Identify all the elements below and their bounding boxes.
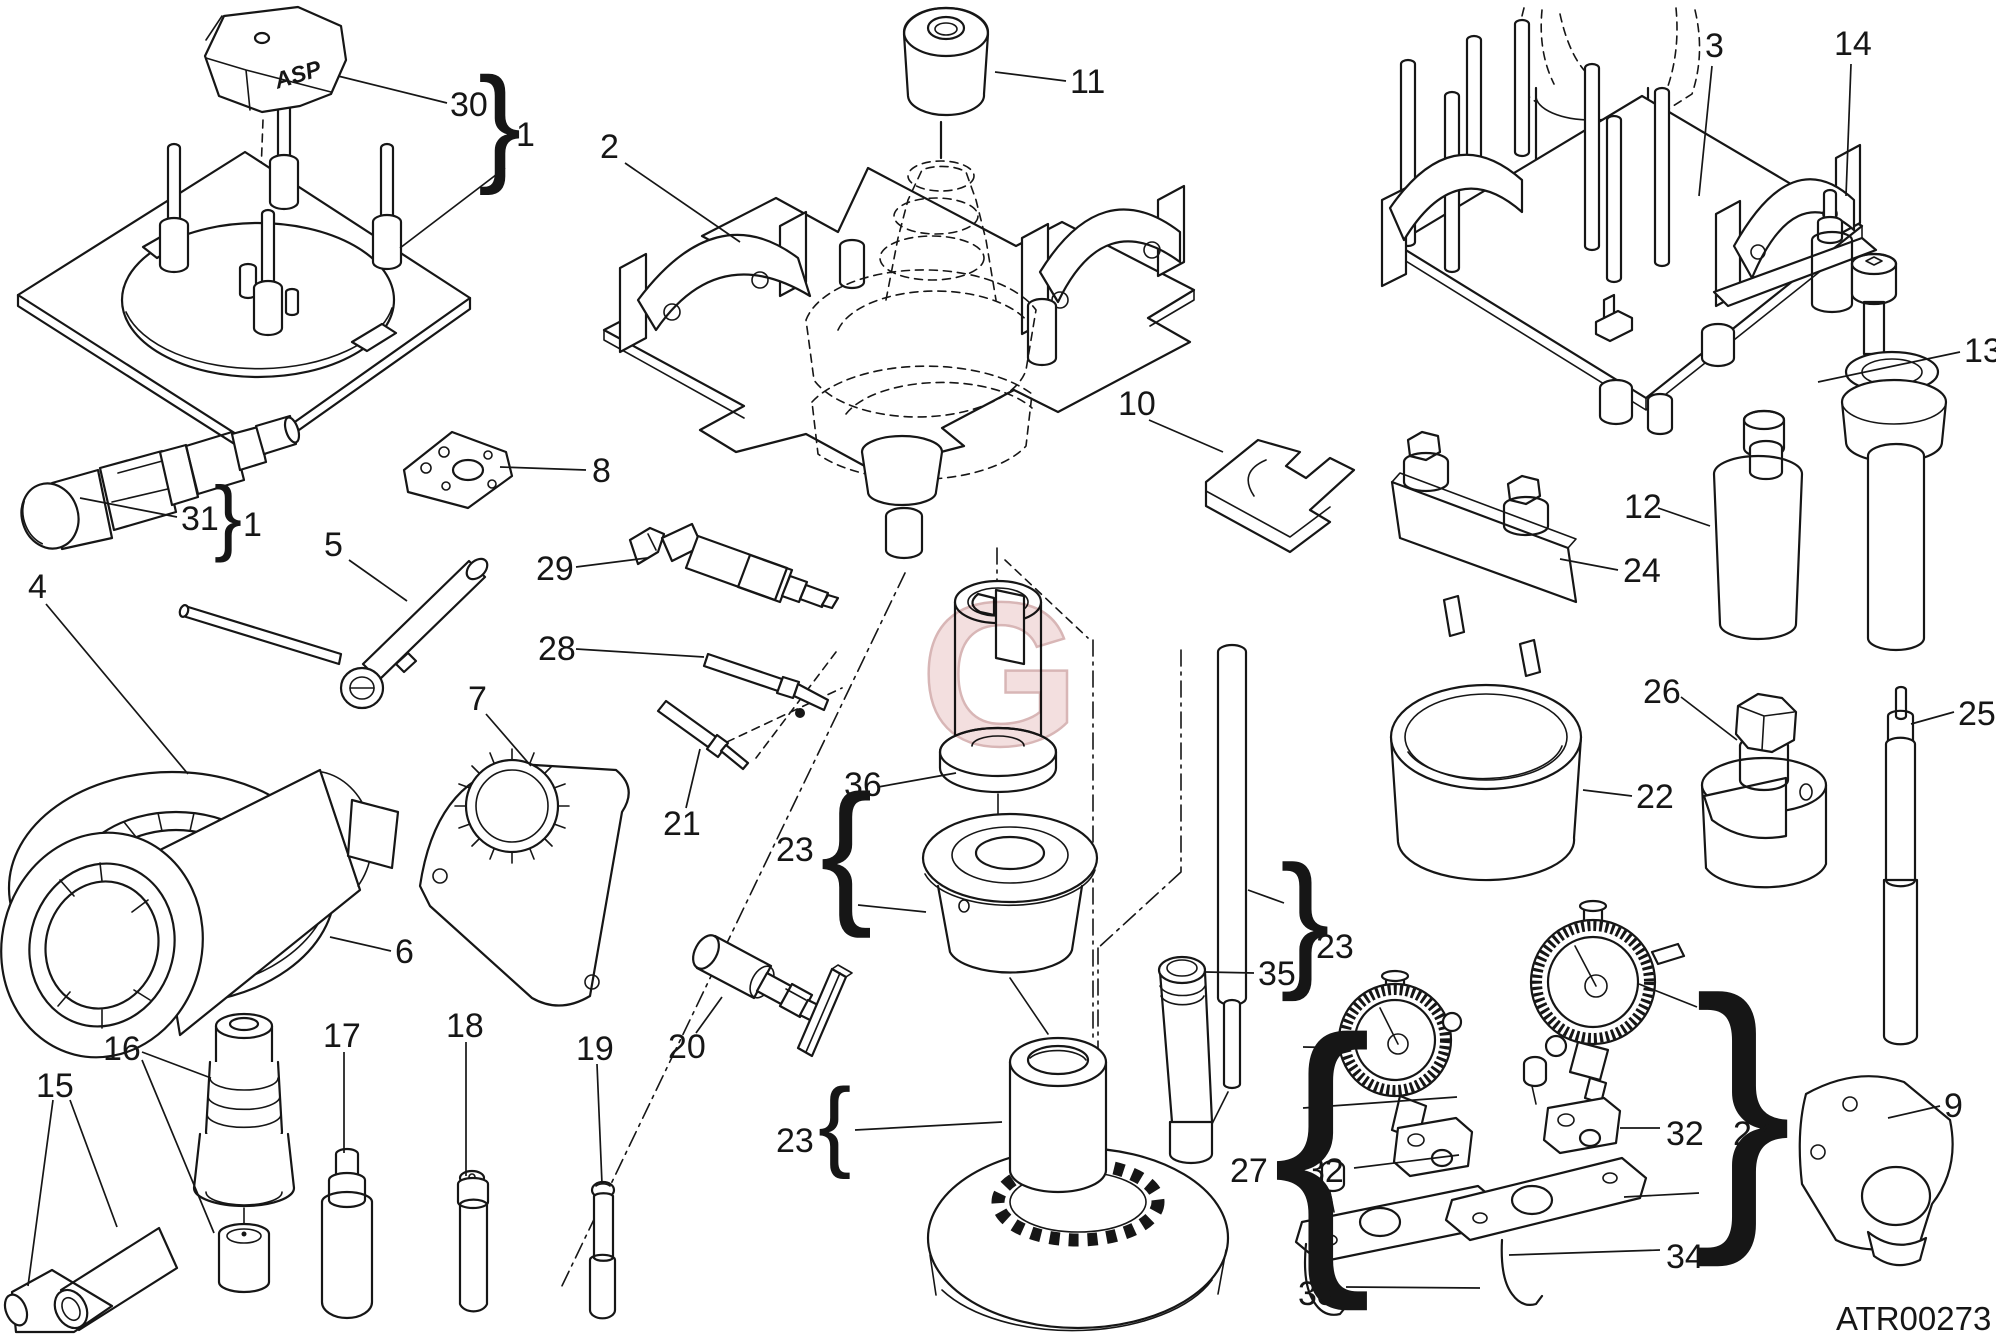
gear-teeth <box>454 748 570 864</box>
tool-4-retainer-socket <box>0 768 400 1059</box>
callout-18: 18 <box>446 1007 484 1045</box>
brace-31: } <box>214 469 242 563</box>
tool-20-t-handle-puller <box>692 934 853 1058</box>
leader-lines <box>27 63 1961 1289</box>
watermark-g: G <box>920 560 1079 789</box>
tool-18-knurled-pin <box>456 1169 490 1313</box>
tool-2-crankcase-fixture <box>602 120 1196 560</box>
callout-23b: 23 <box>1316 928 1354 966</box>
callout-1b: 1 <box>243 506 262 544</box>
tool-12-knurled-drift <box>1712 409 1804 641</box>
callout-23a: 23 <box>776 831 814 869</box>
callout-26: 26 <box>1643 673 1681 711</box>
callout-34: 34 <box>1666 1238 1704 1276</box>
callout-35: 35 <box>1258 955 1296 993</box>
callout-31: 31 <box>181 500 219 538</box>
tool-29-extractor-punch <box>628 522 840 610</box>
callout-3: 3 <box>1705 27 1724 65</box>
tool-27-dial-gauge-right <box>1444 899 1686 1306</box>
callout-13: 13 <box>1964 332 1996 370</box>
callout-28: 28 <box>538 630 576 668</box>
tool-25-threaded-rod <box>1882 685 1919 1046</box>
tool-24-stud-plate <box>1390 430 1578 678</box>
brace-27b: } <box>1694 938 1793 1270</box>
callout-27a: 27 <box>1230 1152 1268 1190</box>
callout-4: 4 <box>28 568 47 606</box>
tool-16-stepped-drift <box>192 1012 296 1294</box>
tool-23-flanged-bushing <box>921 812 1099 1035</box>
callout-36: 36 <box>844 766 882 804</box>
figure-code: ATR00273 <box>1836 1300 1991 1337</box>
callout-16: 16 <box>103 1030 141 1068</box>
callout-29: 29 <box>536 550 574 588</box>
tool-28-threaded-stud <box>702 652 830 712</box>
tool-33-bent-rod <box>1303 1242 1350 1316</box>
callout-10: 10 <box>1118 385 1156 423</box>
callout-33: 33 <box>1298 1275 1336 1313</box>
callout-1a: 1 <box>516 116 535 154</box>
tool-1-base-plate-fixture <box>16 82 472 461</box>
tool-15-cone-and-roller <box>3 1226 179 1334</box>
callout-12: 12 <box>1624 488 1662 526</box>
callout-32a: 32 <box>1306 1152 1344 1190</box>
callout-11: 11 <box>1070 63 1105 101</box>
tool-30-asp-block: ASP <box>203 5 348 114</box>
brace-27a: { <box>1272 976 1372 1314</box>
tool-36-slotted-sleeve <box>938 579 1058 821</box>
tool-31-plug-adapter <box>20 414 301 551</box>
tool-8-timing-plate <box>402 430 514 510</box>
tool-19-stepped-pin <box>588 1180 617 1320</box>
tool-5-pin-wrench <box>178 557 489 710</box>
callout-17: 17 <box>323 1017 361 1055</box>
tool-35-tapered-punch <box>1157 955 1214 1165</box>
callout-8: 8 <box>592 452 611 490</box>
callout-9: 9 <box>1944 1087 1963 1125</box>
fixture-pins <box>158 82 403 337</box>
callout-23c: 23 <box>776 1122 814 1160</box>
callout-14: 14 <box>1834 25 1872 63</box>
tool-23-long-pin <box>1199 643 1248 1149</box>
brace-23c: { <box>818 1068 851 1180</box>
callout-numbers: 30 1 2 11 3 14 31 1 8 10 13 12 24 4 5 29… <box>28 25 1996 1313</box>
tool-11-protection-cap <box>902 6 990 117</box>
callout-24: 24 <box>1623 552 1661 590</box>
tool-13-press-tool <box>1840 252 1948 652</box>
callout-20: 20 <box>668 1028 706 1066</box>
callout-22: 22 <box>1636 778 1674 816</box>
alignment-dot <box>795 708 805 718</box>
tool-17-knurled-punch <box>320 1147 374 1320</box>
callout-15: 15 <box>36 1067 74 1105</box>
callout-30: 30 <box>450 86 488 124</box>
tool-3-engine-support-fixture <box>1380 5 1878 436</box>
grouping-braces: } } { } { { } <box>214 50 1793 1314</box>
tool-34-bent-rod <box>1500 1238 1544 1306</box>
tool-10-fork-shim <box>1204 438 1356 554</box>
brace-30: } <box>478 50 521 196</box>
brace-23b: } <box>1280 834 1330 1002</box>
tool-26-adapter-block <box>1700 692 1828 889</box>
tool-22-bearing-cup <box>1389 683 1583 882</box>
callout-5: 5 <box>324 526 343 564</box>
brace-23a: { <box>820 763 873 939</box>
callout-6: 6 <box>395 933 414 971</box>
callout-2: 2 <box>600 128 619 166</box>
tool-23-drift-base <box>926 1036 1230 1332</box>
callout-19: 19 <box>576 1030 614 1068</box>
tool-7-gear-holding-plate <box>418 748 630 1007</box>
tool-9-cam-stop-plate <box>1798 1075 1954 1267</box>
callout-7: 7 <box>468 680 487 718</box>
tool-14-knurled-pin <box>1810 188 1854 314</box>
callout-27b: 27 <box>1733 1115 1771 1153</box>
callout-32b: 32 <box>1666 1115 1704 1153</box>
callout-21: 21 <box>663 805 701 843</box>
callout-25: 25 <box>1958 695 1996 733</box>
tool-21-threaded-stud <box>656 699 750 771</box>
